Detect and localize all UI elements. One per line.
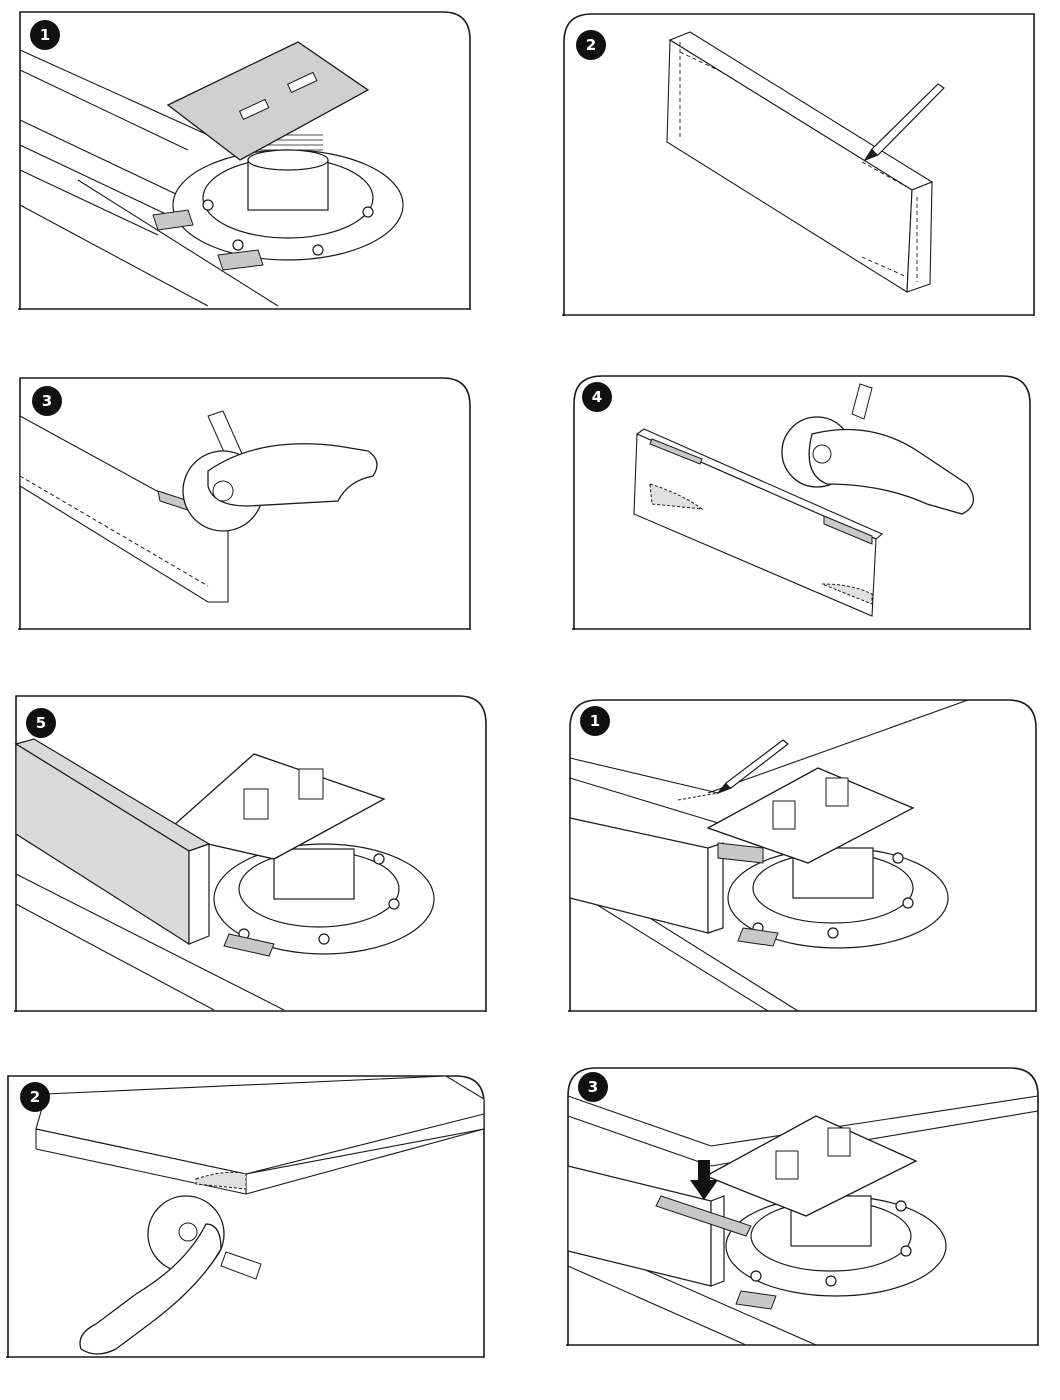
step-badge: 4 [582, 382, 612, 412]
board [666, 31, 934, 293]
pedestal-base [727, 847, 949, 949]
support-plate [166, 41, 370, 161]
pencil-icon [716, 739, 789, 795]
saw-tool [182, 410, 378, 532]
step-panel-1b: 1 [568, 698, 1038, 1014]
step-panel-1a: 1 [18, 10, 472, 312]
step-badge: 5 [26, 708, 56, 738]
step-badge: 1 [580, 706, 610, 736]
step-badge: 3 [578, 1072, 608, 1102]
step-badge: 1 [30, 20, 60, 50]
board [35, 1075, 485, 1195]
support-plate [704, 1115, 918, 1217]
support-plate [706, 767, 915, 864]
board [569, 817, 724, 934]
pencil-icon [863, 83, 945, 162]
step-panel-3b: 3 [566, 1066, 1040, 1348]
step-panel-3a: 3 [18, 376, 472, 632]
step-badge: 3 [32, 386, 62, 416]
step-panel-2b: 2 [6, 1074, 486, 1360]
step-panel-2a: 2 [562, 12, 1036, 318]
step-panel-5a: 5 [14, 694, 488, 1014]
pedestal-base [725, 1195, 947, 1297]
board [633, 428, 884, 617]
support-plate [162, 753, 386, 860]
saw-tool [781, 383, 974, 515]
pedestal-base [213, 843, 435, 955]
arrow-down-icon [690, 1160, 718, 1200]
step-badge: 2 [20, 1082, 50, 1112]
step-panel-4a: 4 [572, 374, 1032, 632]
pedestal-base [172, 149, 404, 261]
board [14, 738, 211, 946]
step-badge: 2 [576, 30, 606, 60]
saw-tool [79, 1195, 262, 1355]
